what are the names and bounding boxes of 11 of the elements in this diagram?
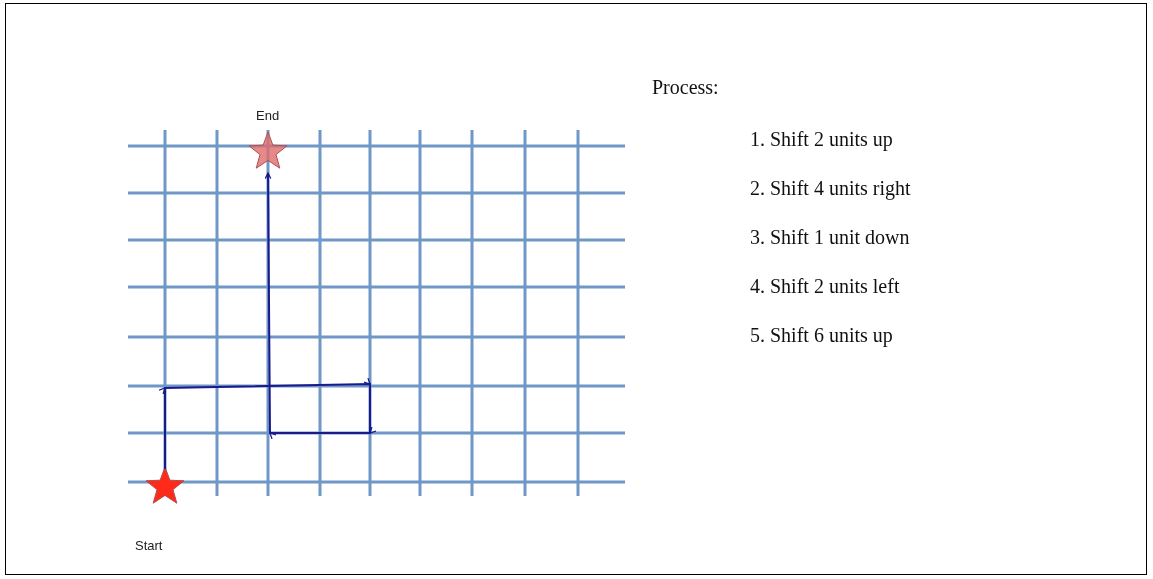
list-heading: Process: [652, 76, 719, 99]
list-item: 4. Shift 2 units left [750, 275, 900, 298]
list-item: 2. Shift 4 units right [750, 177, 911, 200]
star-marker [248, 131, 288, 169]
list-item: 3. Shift 1 unit down [750, 226, 910, 249]
node-caption: End [256, 108, 280, 123]
list-item: 1. Shift 2 units up [750, 128, 893, 151]
star-marker [145, 466, 185, 504]
path-arrow [159, 172, 376, 470]
list-item: 5. Shift 6 units up [750, 324, 893, 347]
node-caption: Start [135, 538, 163, 553]
